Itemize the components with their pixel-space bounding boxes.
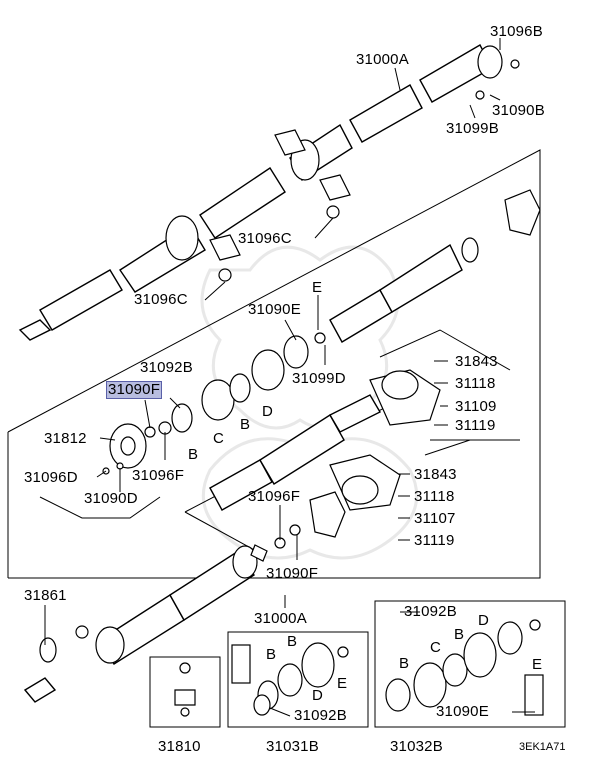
part-31090F-highlighted-label[interactable]: 31090F: [106, 381, 163, 399]
part-31107-label: 31107: [414, 510, 456, 527]
part-31090D-label: 31090D: [84, 490, 138, 507]
part-31109-label: 31109: [455, 398, 497, 415]
shaft-middle: [209, 189, 541, 538]
letter-B-2-label: B: [240, 416, 251, 433]
diagram-code-label: 3EK1A71: [519, 741, 566, 753]
part-31118-a-label: 31118: [455, 375, 496, 392]
part-31099D-label: 31099D: [292, 370, 346, 387]
part-31096F-b-label: 31096F: [248, 488, 301, 505]
leader-lines: [44, 38, 535, 717]
part-31032B-label: 31032B: [390, 738, 443, 755]
letter-E-2-label: E: [337, 675, 348, 692]
part-31090B-label: 31090B: [492, 102, 545, 119]
part-31119-b-label: 31119: [414, 532, 455, 549]
letter-C-2-label: C: [430, 639, 442, 656]
letter-B-1-label: B: [188, 446, 199, 463]
part-31843-b-label: 31843: [414, 466, 457, 483]
part-31118-b-label: 31118: [414, 488, 455, 505]
part-31092B-b1-label: 31092B: [404, 603, 457, 620]
letter-B-4-label: B: [287, 633, 298, 650]
letter-E-mid-label: E: [312, 279, 323, 296]
part-31090E-b-label: 31090E: [436, 703, 489, 720]
letter-E-3-label: E: [532, 656, 543, 673]
part-31096C-a-label: 31096C: [238, 230, 292, 247]
part-31099B-label: 31099B: [446, 120, 499, 137]
inset-31810: [174, 662, 196, 717]
letter-B-6-label: B: [399, 655, 410, 672]
part-31096C-b-label: 31096C: [134, 291, 188, 308]
inset-31032B: [385, 619, 544, 716]
letter-B-5-label: B: [454, 626, 465, 643]
inset-boxes: [149, 600, 566, 728]
flange-parts: [102, 332, 326, 475]
part-31090E-mid-label: 31090E: [248, 301, 301, 318]
part-31092B-b2-label: 31092B: [294, 707, 347, 724]
part-31090F-b-label: 31090F: [266, 565, 319, 582]
part-31843-a-label: 31843: [455, 353, 498, 370]
inset-31031B: [231, 642, 349, 716]
letter-D-3-label: D: [478, 612, 490, 629]
shaft-bottom: [23, 524, 301, 703]
part-31119-a-label: 31119: [455, 417, 496, 434]
part-31096F-a-label: 31096F: [132, 467, 185, 484]
part-31096B-label: 31096B: [490, 23, 543, 40]
part-31000A-bottom-label: 31000A: [254, 610, 307, 627]
part-31812-label: 31812: [44, 430, 87, 447]
shaft-top: [18, 44, 520, 341]
letter-D-1-label: D: [262, 403, 274, 420]
part-31096D-label: 31096D: [24, 469, 78, 486]
part-31810-label: 31810: [158, 738, 201, 755]
part-31861-label: 31861: [24, 587, 67, 604]
letter-B-3-label: B: [266, 646, 277, 663]
letter-C-1-label: C: [213, 430, 225, 447]
part-31000A-top-label: 31000A: [356, 51, 409, 68]
letter-D-2-label: D: [312, 687, 324, 704]
part-31031B-label: 31031B: [266, 738, 319, 755]
part-31092B-mid-label: 31092B: [140, 359, 193, 376]
